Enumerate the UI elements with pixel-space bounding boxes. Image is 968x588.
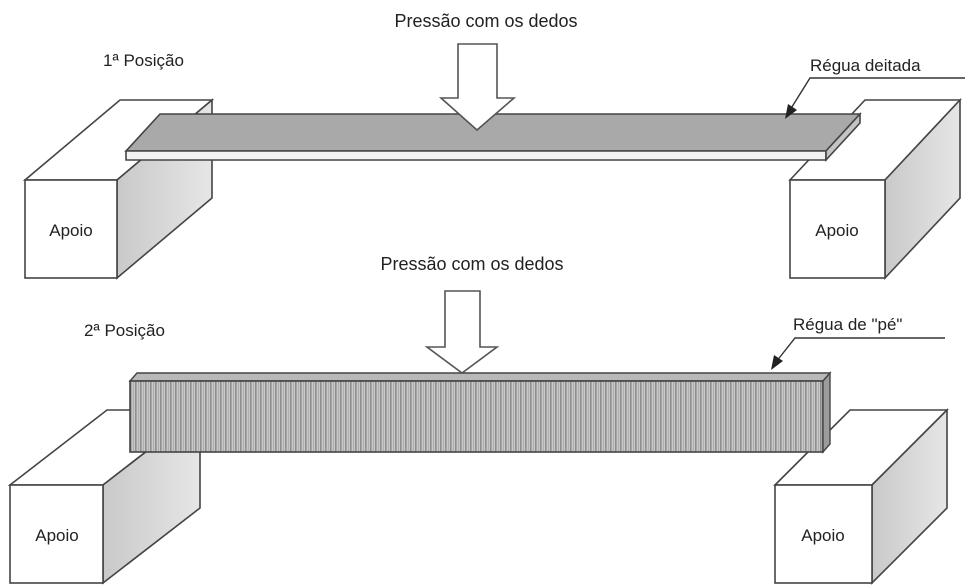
- flat-ruler-side-edge: [825, 111, 861, 163]
- bottom-setup: Apoio Apoio Pressão com os dedos 2ª Posi…: [7, 254, 949, 585]
- ruler-label: Régua deitada: [810, 56, 921, 75]
- standing-ruler-side-edge: [822, 371, 831, 454]
- pressure-label: Pressão com os dedos: [380, 254, 563, 274]
- ruler-leader-line: [789, 77, 965, 111]
- pressure-label: Pressão com os dedos: [394, 11, 577, 31]
- position-label: 2ª Posição: [84, 321, 165, 340]
- ruler-leader-line: [775, 337, 945, 363]
- support-front-face: [24, 179, 118, 279]
- support-front-face: [789, 179, 886, 279]
- ruler-label: Régua de "pé": [793, 315, 902, 334]
- pressure-arrow-icon: [438, 43, 517, 132]
- pressure-arrow-icon: [424, 290, 500, 374]
- support-front-face: [774, 484, 873, 584]
- flat-ruler: [124, 111, 862, 163]
- leader-arrowhead-icon: [785, 104, 797, 119]
- standing-ruler: [128, 371, 832, 454]
- standing-ruler-top-edge: [128, 372, 832, 382]
- top-setup: Apoio Apoio Pressão com os dedos 1ª Posi…: [22, 11, 965, 281]
- support-label: Apoio: [801, 526, 844, 545]
- support-front-face: [9, 484, 104, 584]
- flat-ruler-front-edge: [125, 150, 827, 161]
- flat-ruler-top-face: [124, 113, 862, 152]
- support-label: Apoio: [815, 221, 858, 240]
- leader-arrowhead-icon: [771, 355, 783, 370]
- position-label: 1ª Posição: [103, 51, 184, 70]
- standing-ruler-front-face: [129, 380, 824, 453]
- support-label: Apoio: [49, 221, 92, 240]
- support-label: Apoio: [35, 526, 78, 545]
